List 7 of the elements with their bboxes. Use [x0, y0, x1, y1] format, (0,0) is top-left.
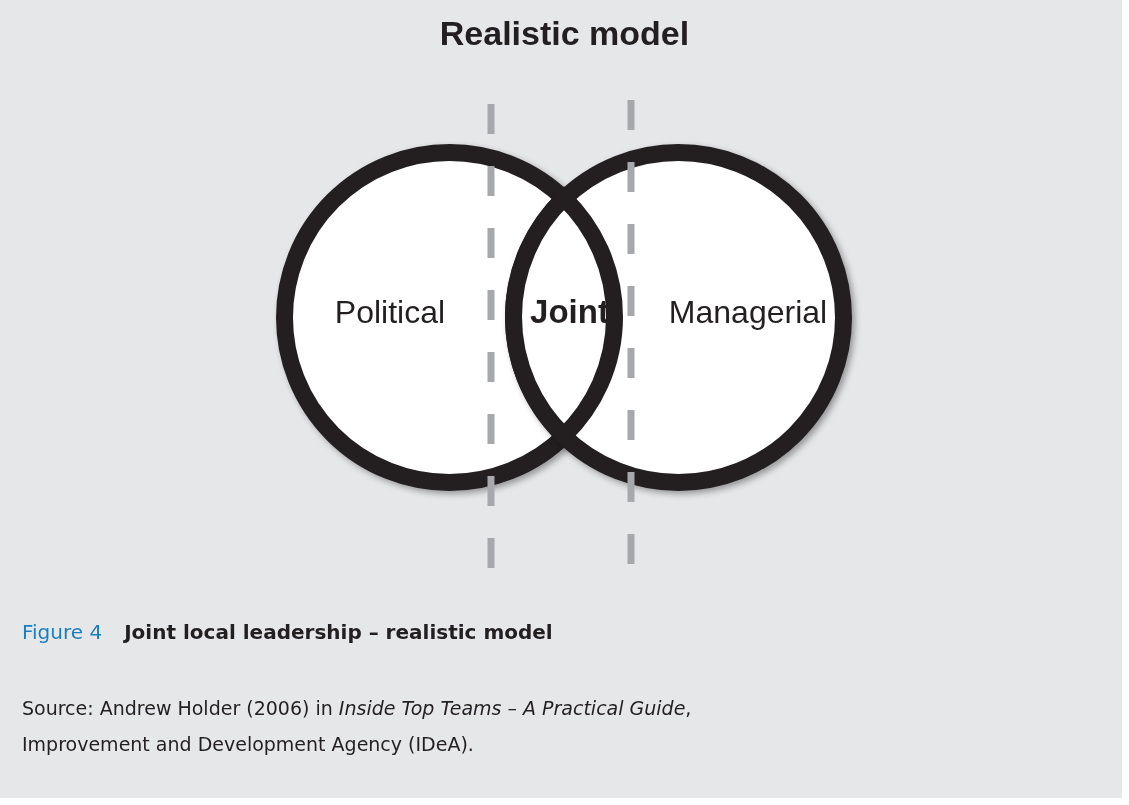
region-label: Managerial [668, 293, 828, 331]
source-note: Source: Andrew Holder (2006) in Inside Top Teams – A Practical Guide, Improvement and Development Agency (IDeA). [22, 696, 693, 757]
figure-number: Figure 4 [22, 620, 103, 644]
region-label: Political [334, 293, 446, 331]
region-label: Joint [530, 293, 609, 331]
figure-caption: Joint local leadership – realistic model [124, 620, 553, 644]
diagram-title: Realistic model [439, 14, 690, 53]
